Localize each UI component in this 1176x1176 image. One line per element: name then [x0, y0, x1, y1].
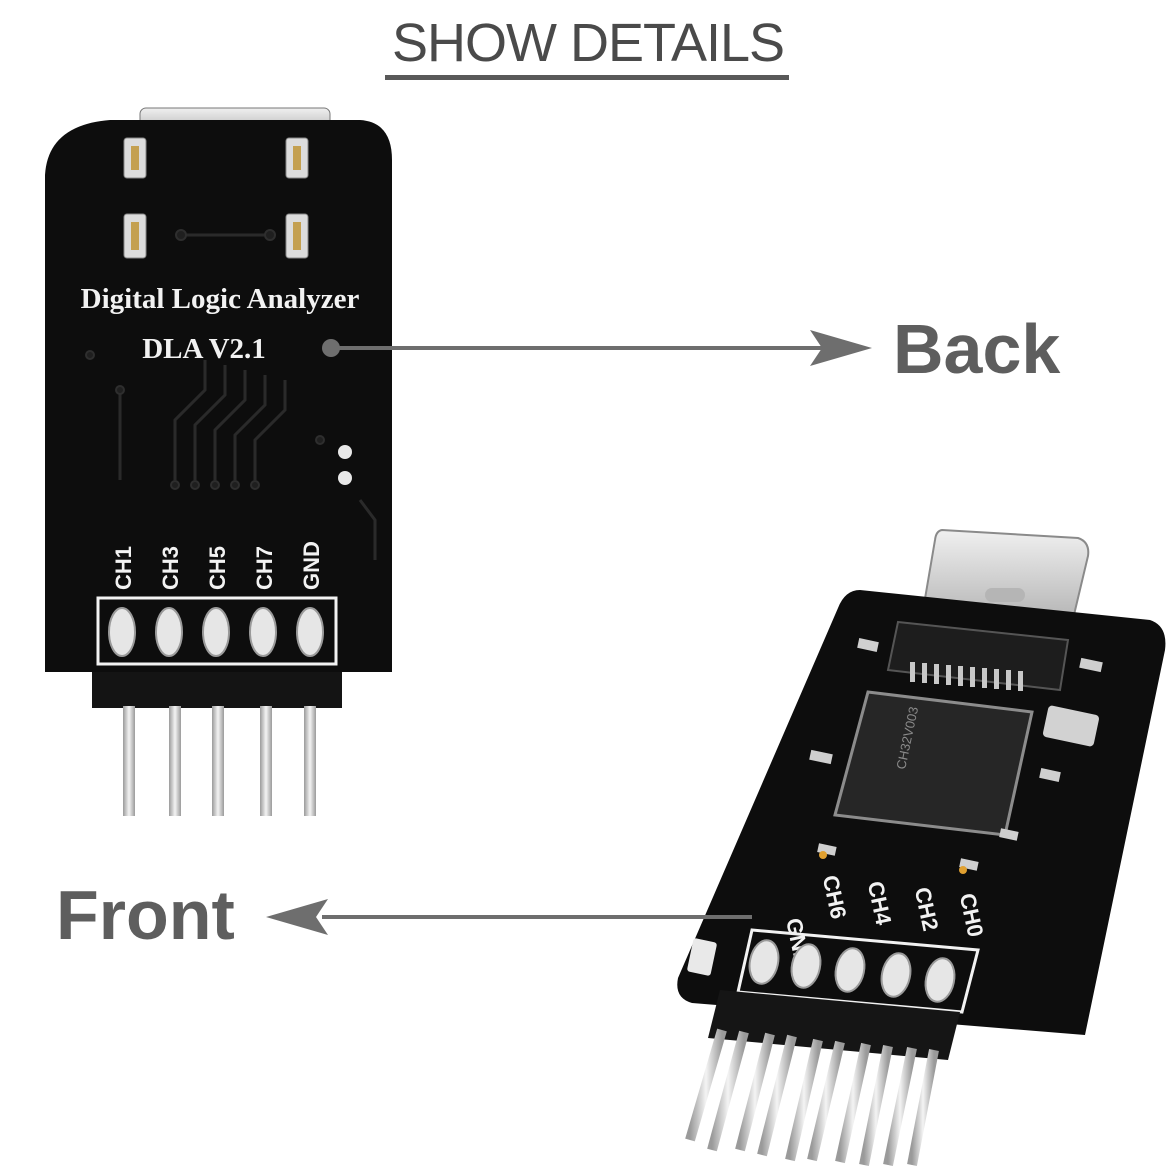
back-pin-label: CH1	[111, 546, 136, 590]
front-label: Front	[56, 876, 235, 954]
back-label: Back	[893, 310, 1061, 388]
back-pin-label: GND	[299, 541, 324, 590]
front-board: CH32V003 GND CH6 CH4 CH2 CH0	[677, 528, 1166, 1167]
back-pin-label: CH5	[205, 546, 230, 590]
back-board: Digital Logic Analyzer DLA V2.1 CH1 CH3 …	[45, 107, 392, 816]
front-arrow	[266, 899, 752, 935]
back-board-title: Digital Logic Analyzer	[81, 283, 360, 315]
page-title: SHOW DETAILS	[391, 13, 785, 73]
back-board-version: DLA V2.1	[142, 333, 266, 365]
back-pin-label: CH7	[252, 546, 277, 590]
back-pin-label: CH3	[158, 546, 183, 590]
title-underline	[385, 75, 789, 80]
back-arrow	[322, 330, 872, 366]
